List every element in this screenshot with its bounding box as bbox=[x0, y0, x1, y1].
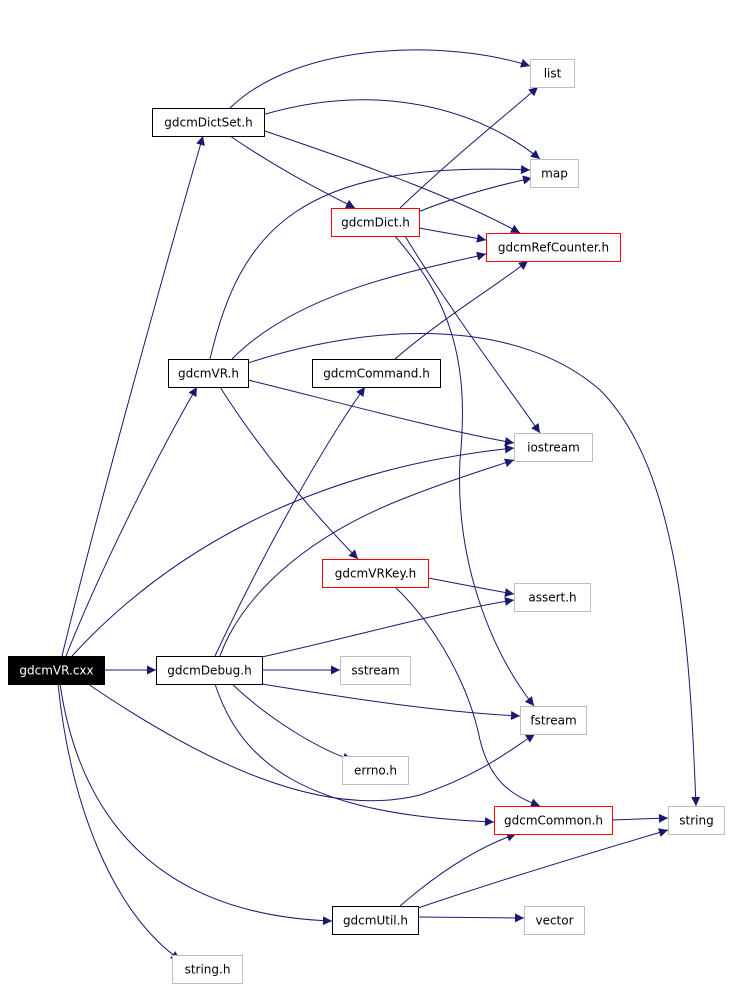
node-box bbox=[322, 559, 429, 588]
node-box bbox=[520, 706, 587, 735]
node-box bbox=[172, 955, 243, 984]
node-assert-h: assert.h bbox=[514, 583, 591, 612]
node-label: list bbox=[544, 67, 562, 81]
node-box bbox=[156, 656, 263, 685]
node-box bbox=[332, 906, 419, 935]
edge-gdcmVR-cxx-to-gdcmDictSet-h bbox=[61, 135, 205, 657]
edge-gdcmDictSet-h-to-gdcmRefCounter-h bbox=[261, 129, 521, 234]
edge-gdcmUtil-h-to-gdcmCommon-h bbox=[399, 832, 517, 907]
edge-gdcmDict-h-to-map bbox=[417, 175, 533, 213]
edge-gdcmVR-h-to-string bbox=[247, 333, 701, 807]
node-label: iostream bbox=[527, 441, 580, 455]
edge-gdcmDebug-h-to-fstream bbox=[261, 683, 521, 721]
node-map: map bbox=[530, 159, 579, 188]
node-label: gdcmDebug.h bbox=[167, 664, 251, 678]
node-string-h: string.h bbox=[172, 955, 243, 984]
edge-gdcmCommand-h-to-gdcmRefCounter-h bbox=[394, 260, 529, 360]
node-box bbox=[524, 906, 585, 935]
edge-gdcmVR-cxx-to-gdcmUtil-h bbox=[59, 683, 333, 926]
edge-gdcmVR-h-to-gdcmRefCounter-h bbox=[231, 251, 487, 360]
edge-gdcmVR-cxx-to-fstream bbox=[87, 683, 536, 802]
node-box bbox=[312, 359, 441, 388]
node-label: vector bbox=[535, 914, 573, 928]
edge-gdcmVR-h-to-iostream bbox=[247, 379, 515, 446]
node-vector: vector bbox=[524, 906, 585, 935]
edge-gdcmVR-cxx-to-string-h bbox=[57, 683, 181, 961]
edge-gdcmDebug-h-to-gdcmCommand-h bbox=[214, 386, 366, 657]
node-gdcmCommand-h[interactable]: gdcmCommand.h bbox=[312, 359, 441, 388]
node-label: gdcmUtil.h bbox=[343, 914, 408, 928]
node-gdcmRefCounter-h[interactable]: gdcmRefCounter.h bbox=[486, 233, 621, 262]
node-gdcmDictSet-h[interactable]: gdcmDictSet.h bbox=[152, 108, 265, 137]
edges bbox=[57, 49, 701, 961]
node-box bbox=[152, 108, 265, 137]
edge-gdcmDictSet-h-to-gdcmDict-h bbox=[229, 135, 356, 209]
node-gdcmUtil-h[interactable]: gdcmUtil.h bbox=[332, 906, 419, 935]
node-label: string.h bbox=[185, 963, 231, 977]
edge-gdcmVRKey-h-to-assert-h bbox=[427, 577, 515, 597]
node-box bbox=[514, 433, 593, 462]
node-label: assert.h bbox=[528, 591, 576, 605]
node-label: gdcmDict.h bbox=[341, 216, 410, 230]
edge-gdcmDebug-h-to-iostream bbox=[219, 458, 515, 657]
node-box bbox=[168, 359, 249, 388]
edge-gdcmDebug-h-to-gdcmCommon-h bbox=[214, 683, 495, 827]
edge-gdcmCommon-h-to-string bbox=[611, 813, 669, 823]
node-fstream: fstream bbox=[520, 706, 587, 735]
node-box bbox=[8, 656, 105, 685]
node-gdcmVRKey-h[interactable]: gdcmVRKey.h bbox=[322, 559, 429, 588]
node-iostream: iostream bbox=[514, 433, 593, 462]
nodes: gdcmVR.cxx gdcmDictSet.h gdcmDict.h gdcmRef… bbox=[8, 59, 725, 984]
node-box bbox=[342, 756, 409, 785]
node-box bbox=[530, 59, 575, 88]
edge-gdcmVR-cxx-to-gdcmVR-h bbox=[65, 386, 198, 657]
node-label: fstream bbox=[530, 714, 576, 728]
node-box bbox=[494, 806, 613, 835]
node-box bbox=[530, 159, 579, 188]
edge-gdcmDebug-h-to-errno-h bbox=[231, 683, 353, 762]
node-label: gdcmVRKey.h bbox=[335, 567, 417, 581]
node-gdcmVR-cxx[interactable]: gdcmVR.cxx bbox=[8, 656, 105, 685]
node-label: sstream bbox=[351, 664, 399, 678]
edge-gdcmVR-h-to-gdcmVRKey-h bbox=[219, 386, 359, 560]
node-label: errno.h bbox=[354, 764, 397, 778]
node-box bbox=[340, 656, 411, 685]
node-label: gdcmRefCounter.h bbox=[498, 241, 609, 255]
node-box bbox=[486, 233, 621, 262]
node-label: gdcmCommon.h bbox=[504, 814, 603, 828]
node-label: gdcmCommand.h bbox=[323, 367, 430, 381]
node-gdcmCommon-h[interactable]: gdcmCommon.h bbox=[494, 806, 613, 835]
node-gdcmDict-h[interactable]: gdcmDict.h bbox=[331, 208, 420, 237]
edge-gdcmDict-h-to-list bbox=[399, 86, 539, 209]
node-gdcmDebug-h[interactable]: gdcmDebug.h bbox=[156, 656, 263, 685]
edge-gdcmDebug-h-to-assert-h bbox=[261, 596, 515, 658]
node-label: map bbox=[541, 167, 568, 181]
edge-gdcmDictSet-h-to-map bbox=[261, 99, 541, 160]
node-list: list bbox=[530, 59, 575, 88]
node-box bbox=[514, 583, 591, 612]
node-box bbox=[331, 208, 420, 237]
edge-gdcmVR-h-to-map bbox=[209, 165, 531, 360]
edge-gdcmDict-h-to-fstream bbox=[394, 235, 535, 707]
node-box bbox=[668, 806, 725, 835]
node-label: string bbox=[679, 814, 713, 828]
node-string: string bbox=[668, 806, 725, 835]
edge-gdcmVR-cxx-to-iostream bbox=[71, 444, 515, 657]
node-label: gdcmDictSet.h bbox=[164, 116, 253, 130]
node-sstream: sstream bbox=[340, 656, 411, 685]
node-gdcmVR-h[interactable]: gdcmVR.h bbox=[168, 359, 249, 388]
node-label: gdcmVR.h bbox=[178, 367, 239, 381]
edge-gdcmDictSet-h-to-list bbox=[229, 49, 531, 109]
edge-gdcmUtil-h-to-vector bbox=[417, 913, 525, 923]
edge-gdcmDict-h-to-gdcmRefCounter-h bbox=[418, 227, 487, 243]
node-label: gdcmVR.cxx bbox=[19, 664, 93, 678]
edge-gdcmDict-h-to-iostream bbox=[404, 235, 541, 434]
edge-gdcmVRKey-h-to-gdcmCommon-h bbox=[394, 586, 541, 808]
edge-gdcmUtil-h-to-string bbox=[417, 828, 669, 909]
node-errno-h: errno.h bbox=[342, 756, 409, 785]
